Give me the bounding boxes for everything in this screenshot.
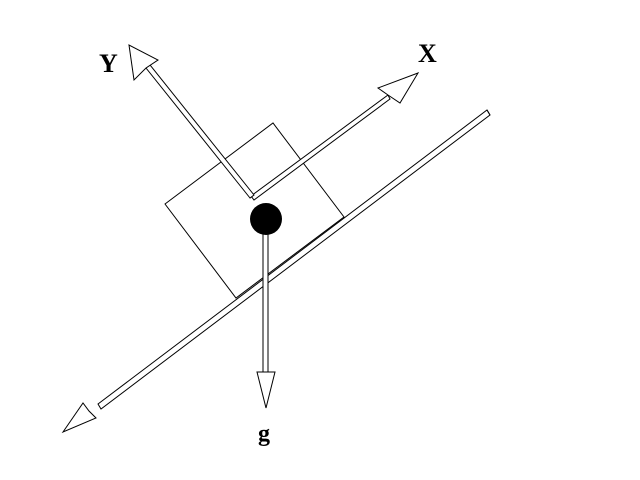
incline-surface	[97, 109, 491, 410]
gravity-label: g	[258, 421, 270, 447]
gravity-shaft	[262, 221, 269, 373]
y-axis-label: Y	[99, 49, 118, 78]
incline-arrow-head	[61, 402, 97, 434]
incline-end-cap	[486, 109, 491, 116]
x-axis-label: X	[418, 39, 437, 68]
x-axis-arrow	[250, 72, 420, 201]
y-axis-arrow	[128, 44, 255, 199]
block	[164, 122, 345, 299]
gravity-arrow-head	[256, 371, 276, 409]
gravity-arrow	[256, 221, 276, 409]
x-axis-shaft	[250, 94, 391, 201]
inclined-plane	[61, 109, 491, 434]
x-axis-arrow-head	[376, 72, 420, 104]
y-axis-arrow-head	[128, 44, 159, 82]
center-of-mass-dot	[250, 203, 282, 235]
